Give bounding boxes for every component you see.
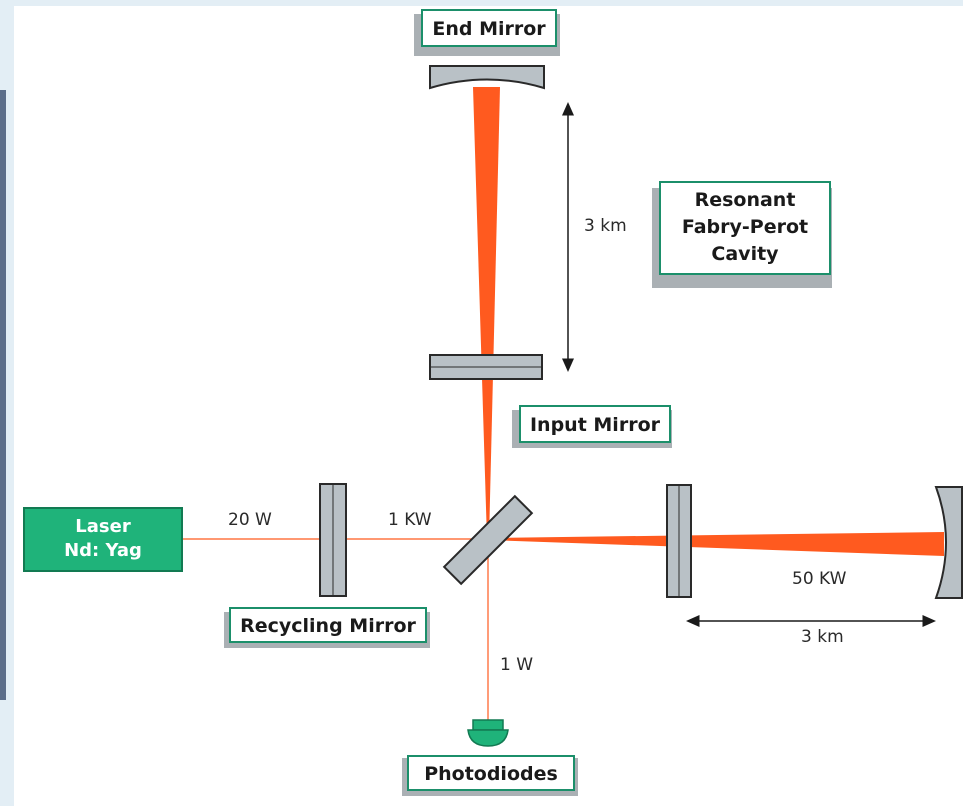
end-mirror-label-box: End Mirror xyxy=(414,9,560,56)
horizontal-length-value: 3 km xyxy=(801,627,844,647)
end-mirror-vertical-arm xyxy=(429,65,545,90)
laser-source-box xyxy=(23,507,183,572)
recycling-mirror-label-box: Recycling Mirror xyxy=(224,607,430,648)
laser-beams xyxy=(182,87,944,722)
photodiodes-label: Photodiodes xyxy=(424,763,558,785)
recycling-mirror-label: Recycling Mirror xyxy=(240,615,416,637)
horizontal-arm-beam xyxy=(488,532,944,556)
cavity-label-line3: Cavity xyxy=(711,243,779,265)
power-cavity-value: 50 KW xyxy=(792,569,847,589)
laser-label-line2: Nd: Yag xyxy=(64,540,142,561)
laser-label-line1: Laser xyxy=(75,516,131,537)
input-mirror-label-box: Input Mirror xyxy=(512,405,672,448)
photodiodes-label-box: Photodiodes xyxy=(402,755,578,796)
vertical-length-value: 3 km xyxy=(584,216,627,236)
photodiode-sensor xyxy=(467,719,509,747)
power-output-value: 1 W xyxy=(500,655,533,675)
cavity-label-line1: Resonant xyxy=(695,189,796,211)
vertical-arm-beam xyxy=(473,87,500,540)
power-laser-value: 20 W xyxy=(228,510,272,530)
end-mirror-horizontal-arm xyxy=(934,486,963,599)
beam-splitter xyxy=(442,494,534,586)
cavity-label-line2: Fabry-Perot xyxy=(682,216,808,238)
end-mirror-label: End Mirror xyxy=(432,18,546,40)
input-mirror-label: Input Mirror xyxy=(530,414,661,436)
left-edge-strip xyxy=(0,90,6,700)
power-recycled-value: 1 KW xyxy=(388,510,432,530)
cavity-label-box: Resonant Fabry-Perot Cavity xyxy=(652,181,832,288)
